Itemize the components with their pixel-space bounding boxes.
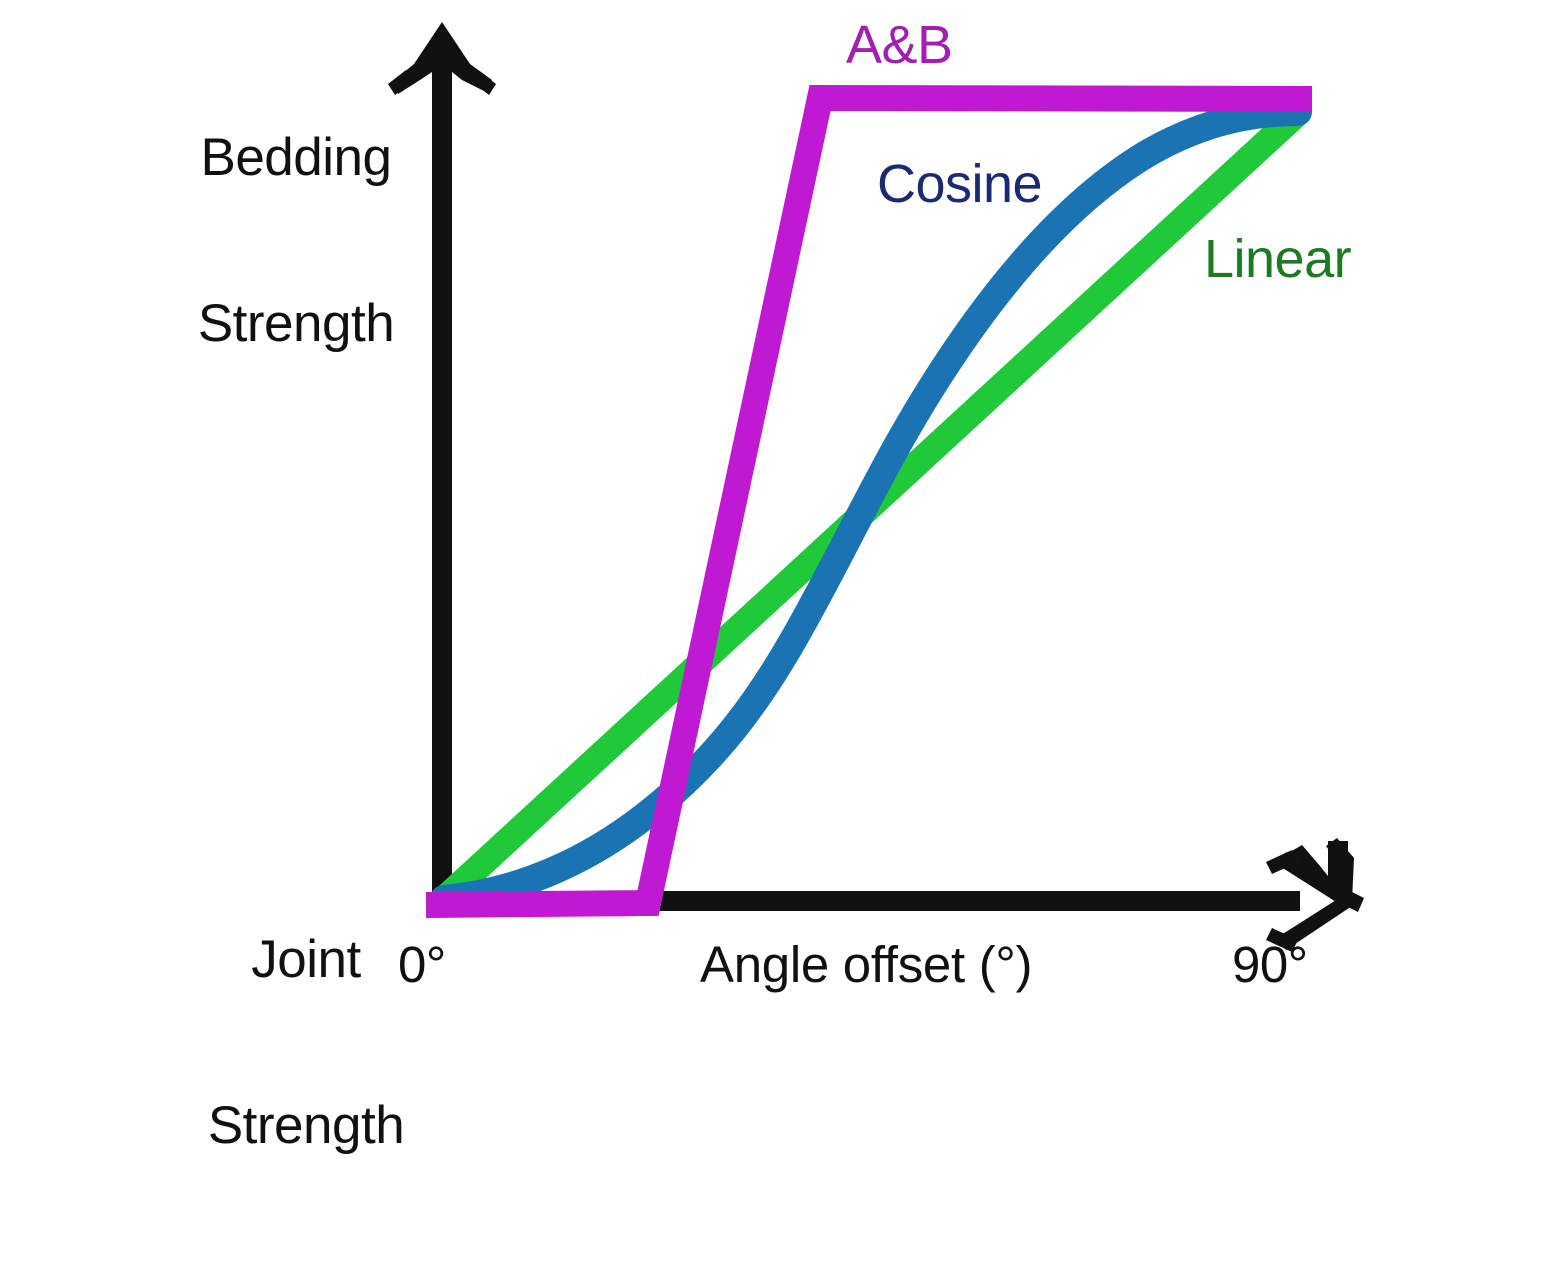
series-cosine-curve — [430, 98, 1312, 913]
x-axis-title: Angle offset (°) — [700, 936, 1033, 993]
y-axis-low-label-line2: Strength — [207, 1095, 405, 1155]
y-axis-high-label-line1: Bedding — [200, 128, 392, 188]
y-axis-high-label: Bedding Strength — [196, 20, 396, 461]
y-axis-high-label-line2: Strength — [197, 293, 395, 353]
series-label-ab: A&B — [846, 15, 953, 75]
series-label-linear: Linear — [1204, 229, 1352, 289]
chart-figure: Bedding Strength Joint Strength 0° Angle… — [196, 15, 1364, 1153]
y-axis-low-label: Joint Strength — [196, 822, 416, 1263]
x-axis-min-tick-label: 0° — [398, 936, 446, 993]
arrow-right-icon — [1266, 838, 1364, 952]
plot-canvas — [388, 22, 1364, 952]
x-axis-max-tick-label: 90° — [1232, 936, 1308, 993]
series-ab-curve — [425, 84, 1313, 918]
y-axis-low-label-line1: Joint — [251, 930, 361, 990]
arrow-up-icon — [388, 22, 496, 108]
series-label-cosine: Cosine — [877, 154, 1043, 214]
